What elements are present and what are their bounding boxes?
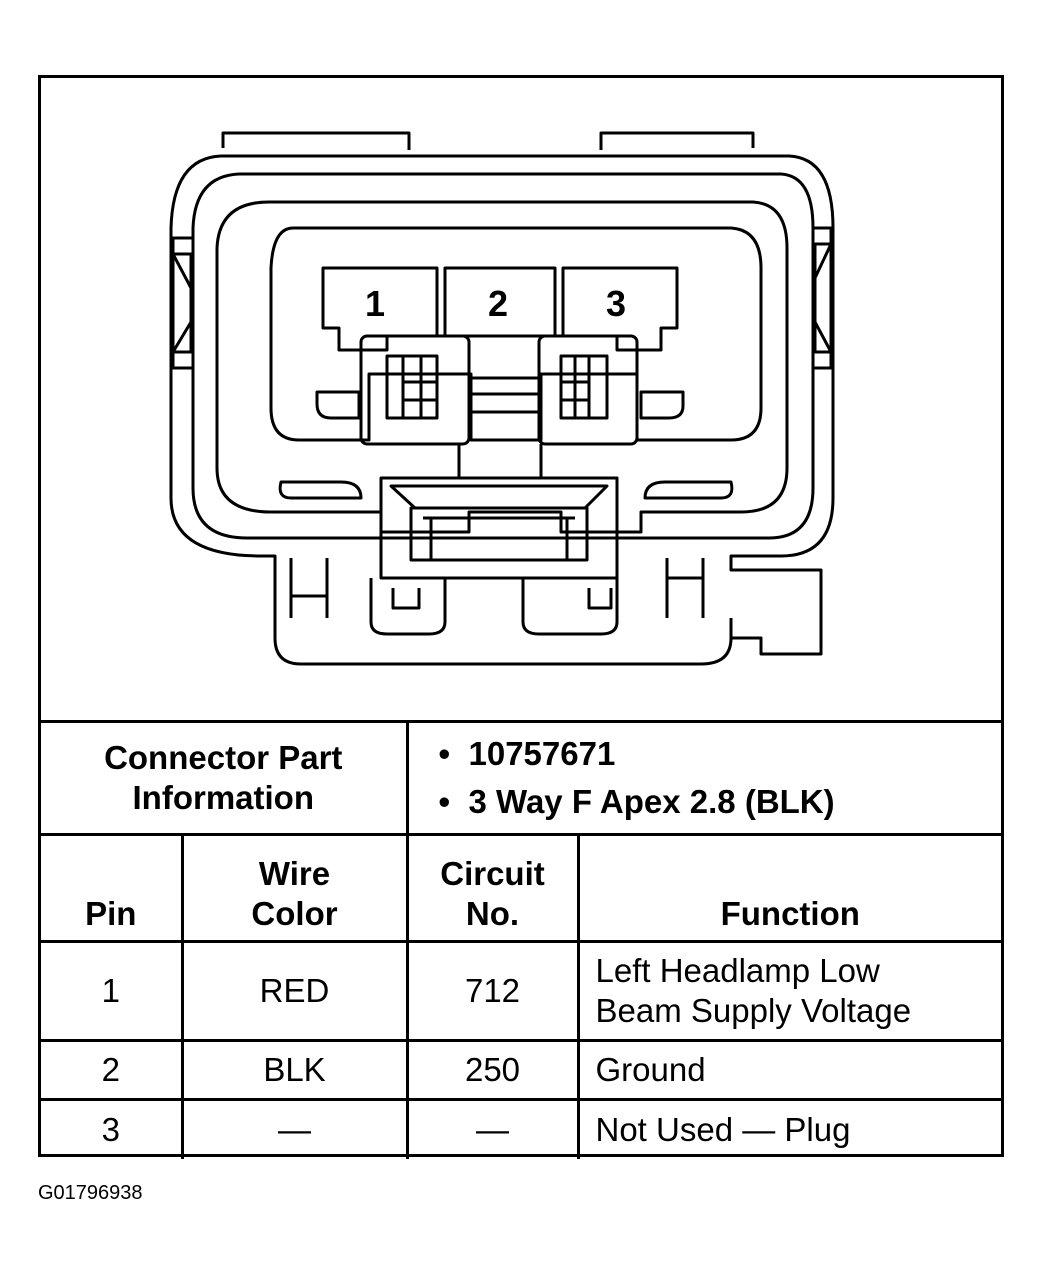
circuit-cell: — xyxy=(405,1098,580,1159)
header-wire-color: Wire Color xyxy=(180,833,409,943)
pin-cell: 2 xyxy=(41,1039,184,1101)
table-row: 1 RED 712 Left Headlamp Low Beam Supply … xyxy=(41,940,1002,1042)
left-foot xyxy=(289,558,329,618)
circuit-cell: 712 xyxy=(405,940,580,1042)
function-cell: Not Used — Plug xyxy=(576,1098,1002,1159)
pin-cell: 1 xyxy=(41,940,184,1042)
part-number-value: 10757671 xyxy=(468,735,616,772)
wire-color-cell: — xyxy=(180,1098,409,1159)
header-wire-color-line2: Color xyxy=(251,895,338,932)
center-slot xyxy=(379,476,619,580)
function-line2: Beam Supply Voltage xyxy=(595,992,912,1029)
header-function-label: Function xyxy=(720,895,860,932)
center-foot-right xyxy=(521,578,619,636)
table-row: 3 — — Not Used — Plug xyxy=(41,1098,1002,1159)
connector-inner-housing xyxy=(191,172,815,540)
part-info-label: Connector Part Information xyxy=(41,720,409,836)
connector-top-latch xyxy=(221,131,411,150)
pin-cell: 3 xyxy=(41,1098,184,1159)
header-function: Function xyxy=(576,833,1002,943)
part-info-label-line2: Information xyxy=(132,779,314,816)
right-terminal-lock xyxy=(537,334,639,446)
bullet-2: • xyxy=(438,783,451,820)
part-info-values: • 10757671 • 3 Way F Apex 2.8 (BLK) xyxy=(405,720,1002,836)
figure-id: G01796938 xyxy=(38,1182,143,1204)
pin-label-3: 3 xyxy=(606,283,627,324)
part-number: • 10757671 xyxy=(439,734,1002,774)
center-foot-left xyxy=(369,578,447,636)
wire-color-cell: RED xyxy=(180,940,409,1042)
pin-label-1: 1 xyxy=(365,283,386,324)
function-cell: Ground xyxy=(576,1039,1002,1101)
header-circuit-line1: Circuit xyxy=(440,855,545,892)
circuit-cell: 250 xyxy=(405,1039,580,1101)
cavity-1 xyxy=(321,266,439,352)
right-lock-ear xyxy=(813,226,833,370)
right-lock-ear-detail xyxy=(813,242,833,354)
header-wire-color-line1: Wire xyxy=(258,855,331,892)
header-pin: Pin xyxy=(41,833,184,943)
left-terminal-lock xyxy=(359,334,471,446)
connector-description-value: 3 Way F Apex 2.8 (BLK) xyxy=(468,783,835,820)
connector-description: • 3 Way F Apex 2.8 (BLK) xyxy=(439,782,1002,822)
function-line1: Left Headlamp Low xyxy=(595,952,880,989)
connector-pinout-table: Connector Part Information • 10757671 • … xyxy=(41,720,1002,1159)
table-header-row: Pin Wire Color Circuit No. Function xyxy=(41,833,1002,943)
table-row: 2 BLK 250 Ground xyxy=(41,1039,1002,1101)
connector-face-view: 1 2 3 xyxy=(41,78,1001,720)
connector-drawing xyxy=(169,131,835,666)
part-info-label-line1: Connector Part xyxy=(104,739,343,776)
left-lock-ear xyxy=(171,236,193,370)
header-pin-label: Pin xyxy=(85,895,137,932)
part-info-row: Connector Part Information • 10757671 • … xyxy=(41,720,1002,836)
connector-top-latch-right xyxy=(599,131,755,150)
header-circuit-no: Circuit No. xyxy=(405,833,580,943)
connector-outer-housing xyxy=(169,154,835,666)
wire-color-cell: BLK xyxy=(180,1039,409,1101)
connector-cavity-outline xyxy=(215,200,789,534)
pin-label-2: 2 xyxy=(488,283,509,324)
bullet-1: • xyxy=(438,735,451,772)
header-circuit-line2: No. xyxy=(465,895,520,932)
left-lock-ear-detail xyxy=(171,252,193,354)
connector-terminal-frame xyxy=(269,226,763,442)
function-cell: Left Headlamp Low Beam Supply Voltage xyxy=(576,940,1002,1042)
diagram-frame: 1 2 3 Connector Part Information • 10757… xyxy=(38,75,1004,1159)
